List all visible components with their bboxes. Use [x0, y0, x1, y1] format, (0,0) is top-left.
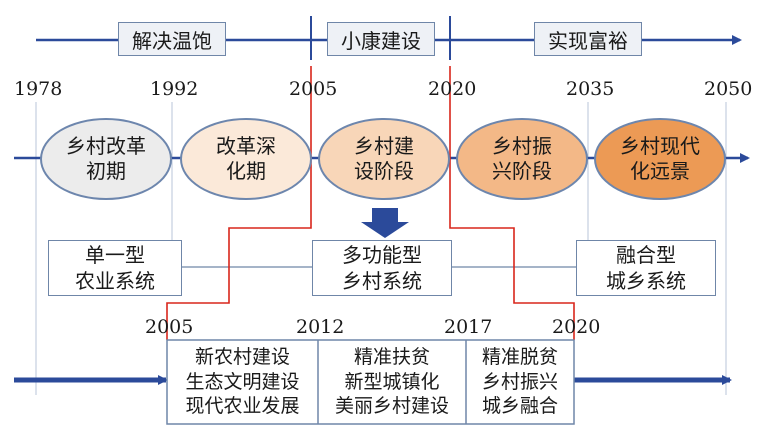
phase-ellipse-2: 改革深 化期 — [180, 118, 312, 200]
phase-ellipse-3: 乡村建 设阶段 — [318, 118, 450, 200]
system-line2: 农业系统 — [75, 269, 155, 293]
policy-year-label: 2012 — [296, 316, 345, 338]
system-line2: 乡村系统 — [342, 269, 422, 293]
year-label: 2020 — [428, 78, 477, 100]
phase-line2: 化远景 — [630, 159, 690, 183]
phase-line1: 乡村改革 — [66, 134, 146, 158]
stage-label: 小康建设 — [341, 28, 421, 53]
phase-line2: 初期 — [86, 159, 126, 183]
down-arrow — [361, 208, 409, 238]
phase-line2: 化期 — [226, 159, 266, 183]
stage-label: 解决温饱 — [132, 28, 212, 53]
year-label: 1992 — [150, 78, 199, 100]
policy-item: 乡村振兴 — [481, 370, 558, 393]
phase-ellipse-5: 乡村现代 化远景 — [594, 118, 726, 200]
stage-label: 实现富裕 — [548, 28, 628, 53]
policy-item: 生态文明建设 — [185, 370, 300, 393]
phase-line2: 兴阶段 — [492, 159, 552, 183]
phase-line1: 乡村现代 — [620, 134, 700, 158]
year-label: 2005 — [289, 78, 338, 100]
system-box-2: 多功能型 乡村系统 — [312, 240, 452, 296]
phase-ellipse-4: 乡村振 兴阶段 — [456, 118, 588, 200]
policy-item: 美丽乡村建设 — [334, 395, 449, 418]
phase-line2: 设阶段 — [354, 159, 414, 183]
policy-item: 精准扶贫 — [353, 345, 430, 368]
stage-box-3: 实现富裕 — [534, 22, 642, 56]
system-line2: 城乡系统 — [606, 269, 686, 293]
system-line1: 单一型 — [85, 243, 145, 267]
phase-line1: 乡村振 — [492, 134, 552, 158]
policy-year-label: 2017 — [444, 316, 493, 338]
red-bracket-2020 — [449, 66, 575, 340]
policy-year-label: 2020 — [552, 316, 601, 338]
year-label: 2050 — [704, 78, 753, 100]
policy-table — [166, 339, 575, 425]
phase-line1: 改革深 — [216, 134, 276, 158]
policy-year-label: 2005 — [145, 316, 194, 338]
stage-box-2: 小康建设 — [327, 22, 435, 56]
phase-line1: 乡村建 — [354, 134, 414, 158]
red-bracket-2005 — [166, 66, 312, 340]
policy-item: 城乡融合 — [481, 395, 558, 418]
system-line1: 多功能型 — [342, 243, 422, 267]
phase-ellipse-1: 乡村改革 初期 — [40, 118, 172, 200]
system-box-3: 融合型 城乡系统 — [576, 240, 716, 296]
year-label: 2035 — [566, 78, 615, 100]
policy-column-3: 精准脱贫 乡村振兴 城乡融合 — [466, 340, 574, 424]
policy-item: 新型城镇化 — [344, 370, 440, 393]
policy-item: 现代农业发展 — [185, 395, 300, 418]
system-box-1: 单一型 农业系统 — [48, 240, 182, 296]
policy-column-1: 新农村建设 生态文明建设 现代农业发展 — [167, 340, 318, 424]
policy-item: 精准脱贫 — [481, 345, 558, 368]
year-gridlines — [35, 102, 727, 395]
policy-item: 新农村建设 — [194, 345, 290, 368]
stage-box-1: 解决温饱 — [118, 22, 226, 56]
policy-column-2: 精准扶贫 新型城镇化 美丽乡村建设 — [318, 340, 466, 424]
year-label: 1978 — [14, 78, 63, 100]
system-line1: 融合型 — [616, 243, 676, 267]
